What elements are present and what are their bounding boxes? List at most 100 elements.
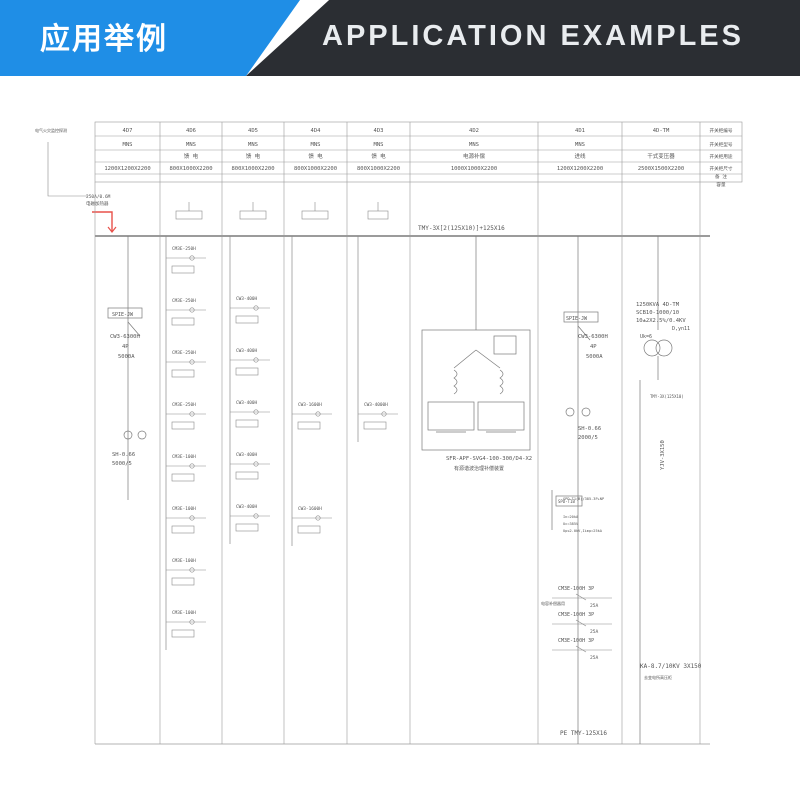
capacitor-breaker-label: CM3E-100H 3P <box>558 638 594 644</box>
ct-left: SH-0.66 <box>112 452 135 458</box>
cable-caption: 去变电所高压柜 <box>644 674 672 680</box>
feeder-branch: CM3E-100H <box>166 454 206 482</box>
spd-line-2: In=20kA <box>563 515 579 519</box>
in-breaker-right-poles: 4P <box>590 344 597 350</box>
apf-model: SFR-APF-SVG4-100-300/D4-X2 <box>446 456 532 462</box>
feeder-branch: CW3-400H <box>230 296 270 324</box>
panel-name: 馈 电 <box>246 152 261 160</box>
incoming-feeder-right <box>551 236 599 744</box>
in-breaker-right-rating: 5000A <box>586 354 603 360</box>
transformer-line-2: SCB10-1000/10 <box>636 310 679 316</box>
panel-dims: 1000X1000X2200 <box>451 166 497 172</box>
feeder-branch: CW3-400H <box>230 452 270 480</box>
panel-type: MNS <box>374 142 384 148</box>
banner-dark-block <box>246 0 800 76</box>
panel-dims: 800X1000X2200 <box>169 166 212 172</box>
panel-id: 4D-TM <box>653 128 670 134</box>
panel-id: 4D6 <box>186 128 196 134</box>
feeder-branch: CW3-400H <box>230 504 270 532</box>
feeder-breaker-label: CW3-1600H <box>298 506 322 512</box>
transformer-line-3: 10±2X2.5%/0.4KV <box>636 318 686 324</box>
ct-right: SH-0.66 <box>578 426 601 432</box>
feeder-breaker-label: CW3-400H <box>236 400 258 406</box>
panel-type: MNS <box>575 142 585 148</box>
in-breaker-left-poles: 4P <box>122 344 129 350</box>
in-breaker-left: CW3-6300H <box>110 334 140 340</box>
panel-dims: 2500X1500X2200 <box>638 166 684 172</box>
panel-name: 干式变压器 <box>647 152 675 160</box>
panel-name: 馈 电 <box>184 152 199 160</box>
banner-title-en: APPLICATION EXAMPLES <box>322 20 744 52</box>
feeder-branch: CW3-400H <box>230 400 270 428</box>
feeder-branch: CW3-4000H <box>358 402 398 430</box>
red-note: 250A/0.6M <box>86 194 111 200</box>
left-note: 电气火灾监控探测 <box>35 127 67 133</box>
panel-id: 4D2 <box>469 128 479 134</box>
incoming-feeder-left <box>107 236 147 500</box>
feeder-breaker-label: CM3E-250H <box>172 246 196 252</box>
panel-id: 4D4 <box>311 128 322 134</box>
panel-id: 4D3 <box>374 128 384 134</box>
panel-name: 馈 电 <box>308 152 323 160</box>
feeder-breaker-label: CM3E-250H <box>172 350 196 356</box>
ct-left-ratio: 5000/5 <box>112 461 132 467</box>
busbar-label: TMY-3X[2(125X10)]+125X16 <box>418 225 505 232</box>
banner-blue-block <box>0 0 300 76</box>
cable-label: KA-8.7/10KV 3X150 <box>640 663 702 670</box>
spd-line-4: Up≤2.0kV,Iimp=25kA <box>563 529 603 533</box>
feeder-branch: CM3E-250H <box>166 246 206 274</box>
spd-line-3: Uc=385V <box>563 522 579 526</box>
feeder-breaker-label: CW3-1600H <box>298 402 322 408</box>
panel-type: MNS <box>248 142 258 148</box>
feeder-breaker-label: CW3-400H <box>236 348 258 354</box>
capacitor-breaker-rating: 25A <box>590 655 599 661</box>
transformer-line-1: 1250KVA 4D-TM <box>636 302 680 308</box>
feeder-branch: CM3E-250H <box>166 350 206 378</box>
capacitor-caption: 电容补偿器用 <box>541 600 565 606</box>
apf-device <box>421 236 531 451</box>
in-breaker-left-rating: 5000A <box>118 354 135 360</box>
row-label: 开关柜编号 <box>710 127 733 134</box>
feeder-breaker-label: CW3-400H <box>236 504 258 510</box>
capacitor-breaker: CM3E-100H 3P 25A <box>552 638 612 661</box>
panel-type: MNS <box>469 142 479 148</box>
feeder-breaker-label: CM3E-100H <box>172 558 196 564</box>
apf-caption: 有源谐波治理补偿装置 <box>454 465 504 472</box>
transformer-line-5: Uk=6 <box>640 334 652 340</box>
panel-dims: 800X1000X2200 <box>231 166 274 172</box>
ct-right-ratio: 2000/5 <box>578 435 598 441</box>
feeder-branch: CM3E-100H <box>166 610 206 638</box>
feeder-branch: CM3E-250H <box>166 298 206 326</box>
transformer-line-4: D,yn11 <box>672 326 690 332</box>
feeder-breaker-label: CW3-4000H <box>364 402 388 408</box>
pe-label: PE TMY-125X16 <box>560 730 607 737</box>
lower-note: YJV-3X150 <box>660 440 666 470</box>
row-label: 容量 <box>716 181 726 188</box>
feeder-breaker-label: CW3-400H <box>236 296 258 302</box>
row-label: 开关柜尺寸 <box>710 165 733 172</box>
panel-header-table <box>94 121 743 183</box>
row-label: 开关柜型号 <box>710 141 733 148</box>
feeder-breaker-label: CM3E-250H <box>172 298 196 304</box>
panel-id: 4D5 <box>248 128 258 134</box>
panel-name: 馈 电 <box>371 152 386 160</box>
panel-dims: 800X1000X2200 <box>294 166 337 172</box>
capacitor-breaker-label: CM3E-100H 3P <box>558 612 594 618</box>
panel-type: MNS <box>311 142 321 148</box>
panel-name: 进线 <box>574 152 586 160</box>
spd-box: SPD-T1B <box>558 499 575 504</box>
panel-id: 4D1 <box>575 128 585 134</box>
capacitor-breaker-rating: 25A <box>590 629 599 635</box>
panel-type: MNS <box>186 142 196 148</box>
panel-dims: 1200X1200X2200 <box>557 166 603 172</box>
capacitor-breaker-label: CM3E-100H 3P <box>558 586 594 592</box>
tag-right: SPIE-JW <box>566 316 588 322</box>
feeder-breaker-label: CM3E-100H <box>172 610 196 616</box>
banner-title-cn: 应用举例 <box>40 22 168 57</box>
feeder-branch: CW3-1600H <box>292 402 332 430</box>
panel-dims: 800X1000X2200 <box>357 166 400 172</box>
feeder-branch: CM3E-100H <box>166 558 206 586</box>
panel-dims: 1200X1200X2200 <box>104 166 150 172</box>
feeder-branch: CM3E-250H <box>166 402 206 430</box>
